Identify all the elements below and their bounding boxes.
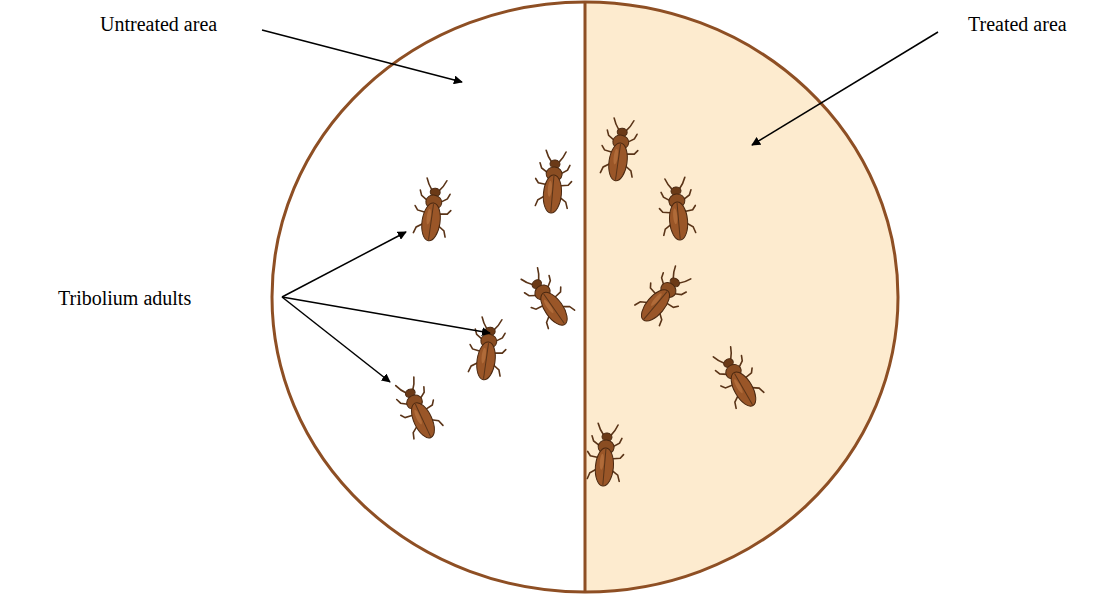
leader-arrows: [262, 30, 938, 382]
divider-line: [584, 2, 587, 592]
beetles: [388, 117, 768, 488]
arena-circle: [272, 2, 898, 592]
callout-label: Untreated area: [100, 12, 217, 36]
callout-label: Tribolium adults: [58, 286, 191, 310]
treated-half: [585, 2, 898, 592]
callout-label: Treated area: [968, 12, 1067, 36]
